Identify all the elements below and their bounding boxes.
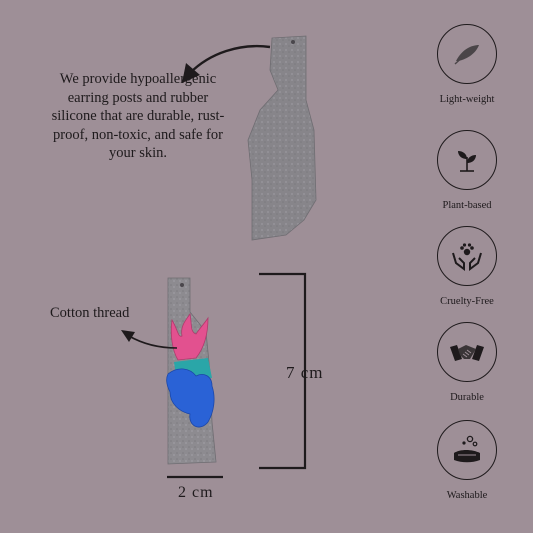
width-dimension-label: 2 cm bbox=[178, 484, 214, 501]
washing-hands-icon bbox=[454, 435, 480, 463]
feature-plant-based: Plant-based bbox=[407, 130, 527, 211]
feature-label: Washable bbox=[446, 490, 488, 501]
height-dimension-label: 7 cm bbox=[286, 363, 324, 382]
feature-circle bbox=[437, 130, 497, 190]
feature-circle bbox=[437, 226, 497, 286]
feature-label: Plant-based bbox=[442, 200, 492, 211]
back-arrow bbox=[182, 45, 271, 83]
height-dimension-bracket bbox=[259, 272, 307, 470]
flame-pink bbox=[170, 312, 209, 361]
earring-back-image bbox=[247, 35, 317, 241]
feather-icon bbox=[454, 45, 479, 65]
feature-circle bbox=[437, 24, 497, 84]
product-description: We provide hypoallergenic earring posts … bbox=[51, 71, 225, 161]
thread-arrow bbox=[121, 330, 178, 349]
feature-label: Light-weight bbox=[439, 94, 495, 105]
paw-hands-icon bbox=[452, 243, 482, 271]
feature-circle bbox=[437, 322, 497, 382]
feature-cruelty-free: Cruelty-Free bbox=[407, 226, 527, 307]
cotton-thread-label: Cotton thread bbox=[50, 305, 130, 321]
handshake-icon bbox=[450, 345, 484, 361]
feature-label: Cruelty-Free bbox=[440, 296, 494, 307]
feature-circle bbox=[437, 420, 497, 480]
feature-washable: Washable bbox=[407, 420, 527, 501]
feature-durable: Durable bbox=[407, 322, 527, 403]
feature-light-weight: Light-weight bbox=[407, 24, 527, 105]
flame-blue bbox=[166, 368, 215, 428]
sprout-icon bbox=[458, 151, 476, 172]
feature-label: Durable bbox=[450, 392, 484, 403]
width-dimension-line bbox=[167, 475, 223, 479]
earring-front-image bbox=[166, 277, 217, 465]
